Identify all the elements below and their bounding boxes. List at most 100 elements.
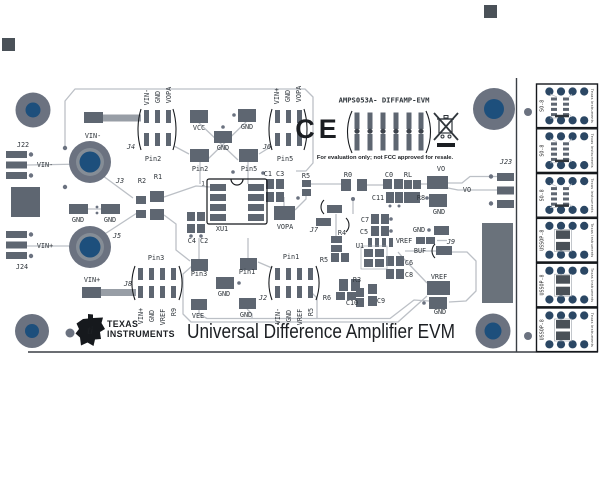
silk-label-r2: R2: [138, 177, 146, 185]
sma-connectors: [69, 141, 111, 268]
breakout-board-so-8: SO-8 Texas Instruments: [535, 83, 599, 129]
silk-label-j22: J22: [17, 141, 29, 149]
silk-label-gnd: GND: [217, 144, 229, 152]
silk-label-vin-: VIN-: [274, 308, 282, 324]
silk-label-vopa: VOPA: [165, 87, 173, 103]
silk-label-c4c2: C4 C2: [188, 237, 208, 245]
board-title: Universal Difference Amplifier EVM: [187, 320, 455, 343]
silk-label-r9: R9: [170, 308, 178, 316]
package-label: USSOP-8: [540, 319, 546, 340]
silk-label-xu1: XU1: [216, 225, 228, 233]
breakout-board-so-8: SO-8 Texas Instruments: [535, 128, 599, 174]
breakout-board-ussop-8: USSOP-8 Texas Instruments: [535, 217, 599, 263]
brand-label: Texas Instruments: [590, 89, 594, 123]
breakout-board-ussop-8: USSOP-8 Texas Instruments: [535, 307, 599, 353]
package-label: SO-8: [540, 145, 546, 157]
silk-label-pin1: Pin1: [283, 253, 299, 261]
brand-label: Texas Instruments: [590, 223, 594, 257]
package-label: USSOP-8: [540, 230, 546, 251]
silk-label-r8: R8: [417, 194, 425, 202]
brand-line2: INSTRUMENTS: [107, 329, 175, 339]
silk-label-r6: R6: [323, 294, 331, 302]
silk-label-r5: R5: [307, 308, 315, 316]
silk-label-c10: C10: [346, 299, 358, 307]
silk-label-gnd: GND: [241, 123, 253, 131]
silk-label-vin-: VIN-: [143, 89, 151, 105]
brand-label: Texas Instruments: [590, 268, 594, 302]
silk-label-c5: C5: [360, 228, 368, 236]
silk-label-r3: R3: [353, 276, 361, 284]
breakout-board-ussop-8: USSOP-8 Texas Instruments: [535, 262, 599, 308]
mounting-holes: [15, 88, 515, 349]
silk-label-1: 1: [201, 181, 205, 188]
brand-label: Texas Instruments: [590, 134, 594, 168]
ic-u1-outline: [360, 245, 388, 270]
silk-label-r1: R1: [154, 173, 162, 181]
silk-label-gnd: GND: [240, 311, 252, 319]
silk-label-vref: VREF: [396, 237, 412, 245]
silk-label-pin3: Pin3: [191, 270, 207, 278]
weee-icon: [433, 112, 459, 147]
thick-trace-vin-minus: [101, 114, 141, 122]
silk-label-vopa: VOPA: [277, 223, 293, 231]
package-label: USSOP-8: [540, 274, 546, 295]
silk-label-c0: C0: [385, 171, 393, 179]
silk-label-j2: J2: [258, 294, 267, 302]
silk-label-vref: VREF: [431, 273, 447, 281]
silk-label-gnd: GND: [285, 310, 293, 322]
thick-trace-vin-plus: [100, 289, 136, 296]
ti-logo-icon: [75, 314, 105, 346]
silk-label-c7: C7: [361, 216, 369, 224]
silk-label-vee: VEE: [192, 312, 204, 320]
silk-label-r4: R4: [338, 229, 346, 237]
package-label: SO-8: [540, 189, 546, 201]
silk-label-pin3: Pin3: [148, 254, 164, 262]
compliance-block: AMPS053A- DIFFAMP-EVM CE: [295, 96, 459, 161]
silk-label-j23: J23: [499, 158, 512, 166]
silk-label-vo: VO: [437, 165, 445, 173]
silk-label-pin5: Pin5: [241, 165, 257, 173]
silk-label-j4: J4: [126, 143, 135, 151]
silk-label-j3: J3: [115, 177, 124, 185]
silk-label-rl: RL: [404, 171, 412, 179]
silk-label-j9: J9: [446, 238, 455, 246]
title-block: ti TEXAS INSTRUMENTS Universal Differenc…: [75, 314, 455, 346]
silk-label-pin2: Pin2: [192, 165, 208, 173]
silk-label-gnd: GND: [433, 208, 445, 216]
silk-label-vin-: VIN-: [37, 161, 53, 169]
silk-label-vo: VO: [463, 186, 471, 194]
silk-label-vin+: VIN+: [273, 88, 281, 104]
brand-line1: TEXAS: [107, 319, 138, 329]
brand-label: Texas Instruments: [590, 178, 594, 212]
silkscreen-outlines: [131, 108, 436, 301]
silk-label-j5: J5: [112, 232, 121, 240]
silk-label-vin+: VIN+: [84, 276, 100, 284]
silk-label-vcc: VCC: [193, 124, 205, 132]
silk-label-j24: J24: [16, 263, 28, 271]
board-id-text: AMPS053A- DIFFAMP-EVM: [339, 96, 431, 105]
silk-label-vin+: VIN+: [137, 308, 145, 324]
silk-label-c9: C9: [377, 297, 385, 305]
silk-label-c1c3: C1 C3: [264, 170, 284, 178]
silk-label-r0: R0: [344, 171, 352, 179]
silk-label-j7: J7: [309, 226, 319, 234]
silk-label-gnd: GND: [148, 310, 156, 322]
silk-label-j6: J6: [262, 143, 271, 151]
silk-label-gnd: GND: [434, 308, 446, 316]
silk-label-gnd: GND: [284, 90, 292, 102]
ti-logo-text: ti: [87, 326, 93, 337]
brand-label: Texas Instruments: [590, 313, 594, 347]
large-pad: [11, 187, 40, 217]
vias-and-dots: [28, 108, 532, 340]
silk-label-buf: BUF: [414, 247, 426, 255]
silk-label-vin-: VIN-: [85, 132, 101, 140]
silk-label-c8: C8: [405, 271, 413, 279]
package-label: SO-8: [540, 100, 546, 112]
silk-label-r5: R5: [302, 172, 310, 180]
breakout-board-so-8: SO-8 Texas Instruments: [535, 172, 599, 218]
silk-label-pin1: Pin1: [239, 268, 255, 276]
